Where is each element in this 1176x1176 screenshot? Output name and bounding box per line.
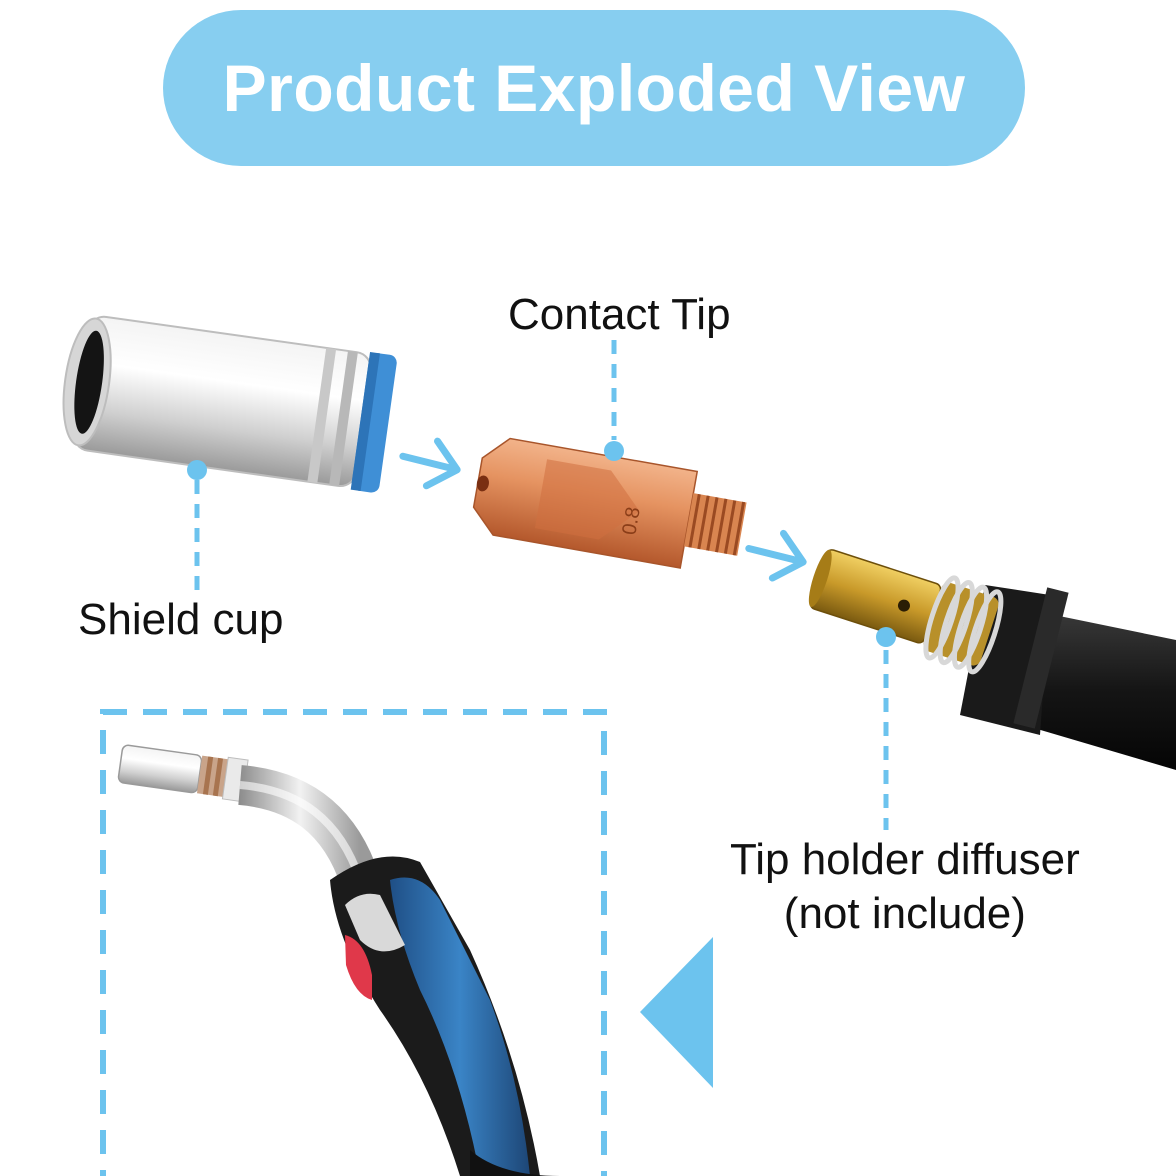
tip-holder-diffuser [808, 549, 1176, 770]
triangle-pointer-icon [640, 937, 713, 1088]
contact-tip-leader [604, 340, 624, 461]
contact-tip: 0.8 [472, 437, 747, 569]
shield-cup [62, 315, 397, 493]
label-tip-holder-diffuser: Tip holder diffuser (not include) [730, 833, 1080, 941]
arrow-right-icon [399, 437, 461, 490]
arrow-right-icon [745, 529, 807, 582]
page-title: Product Exploded View [222, 51, 966, 125]
shield-cup-leader [187, 460, 207, 590]
label-tip-holder-line1: Tip holder diffuser [730, 835, 1080, 884]
torch-frame [100, 709, 607, 1176]
label-shield-cup: Shield cup [78, 595, 284, 644]
title-banner: Product Exploded View [163, 10, 1025, 166]
contact-tip-engraving: 0.8 [618, 505, 644, 536]
mig-torch [117, 744, 560, 1176]
label-tip-holder-line2: (not include) [783, 889, 1026, 938]
label-contact-tip: Contact Tip [508, 290, 731, 339]
tip-holder-leader [876, 627, 896, 830]
